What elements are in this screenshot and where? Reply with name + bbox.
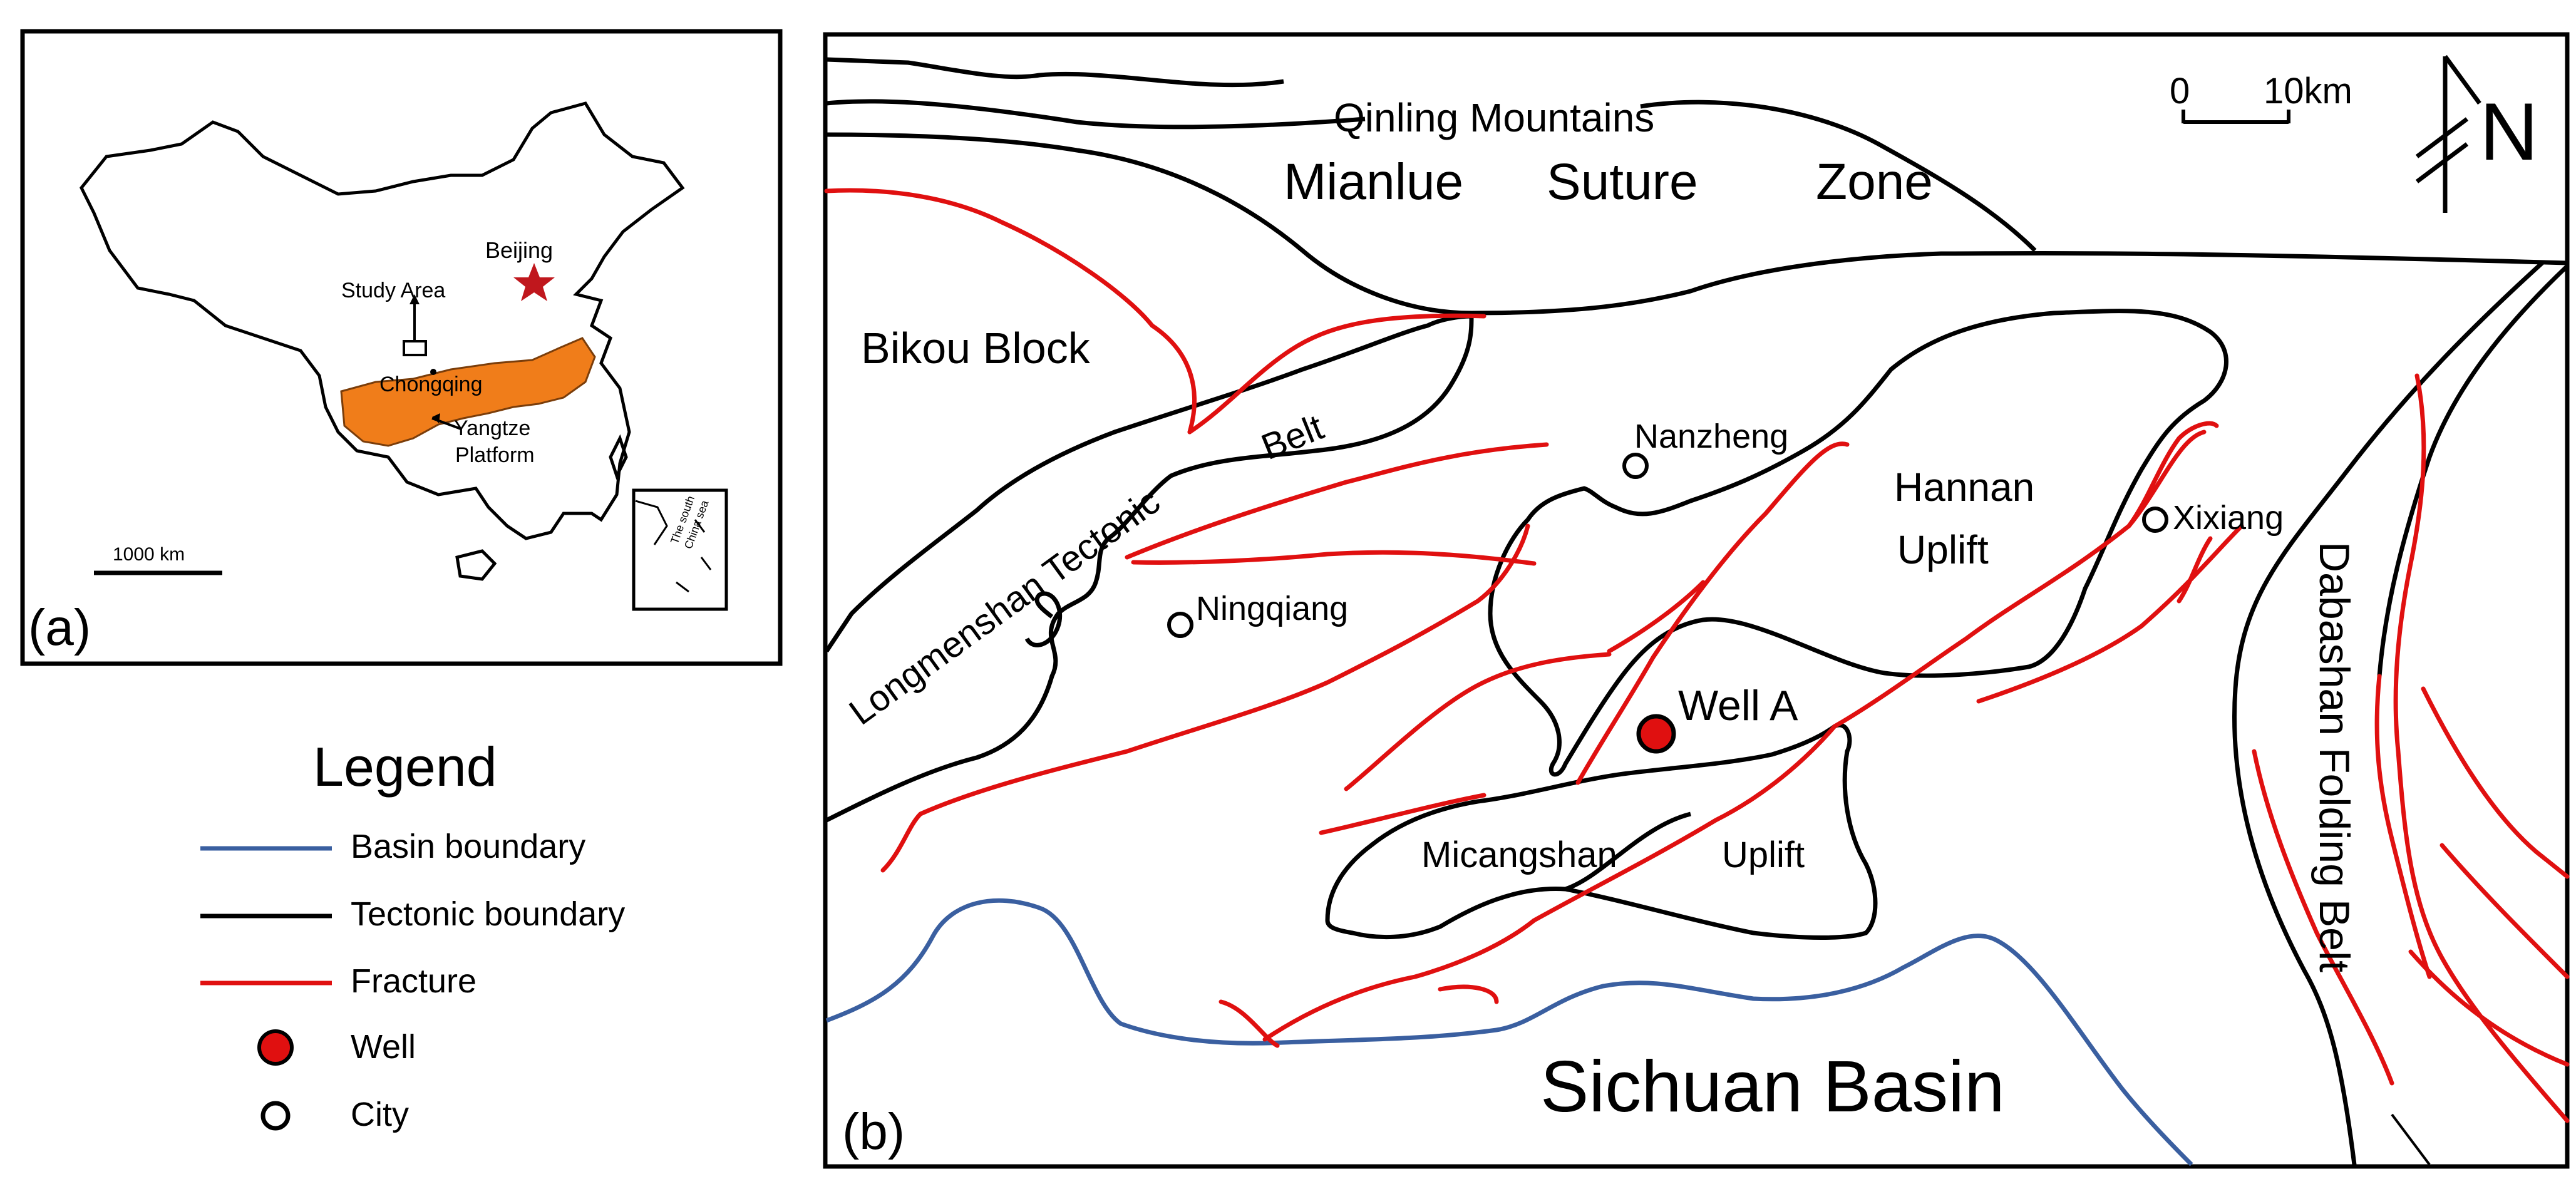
chongqing-label: Chongqing bbox=[379, 373, 482, 396]
beijing-star-icon bbox=[513, 263, 555, 301]
scale-km-label: 10km bbox=[2264, 71, 2352, 111]
panel-a: Study Area Beijing Chongqing Yangtze Pla… bbox=[20, 29, 783, 666]
north-label: N bbox=[2480, 86, 2538, 177]
scale-zero-label: 0 bbox=[2170, 71, 2190, 111]
fracture-20 bbox=[2439, 843, 2570, 979]
fracture-8 bbox=[1438, 984, 1499, 1004]
mianlue-suture-line bbox=[826, 132, 2568, 316]
hannan-uplift-boundary bbox=[1488, 309, 2228, 777]
micangshan-inner-line bbox=[1564, 811, 1691, 892]
study-area-arrowhead bbox=[410, 294, 420, 304]
longmenshan-belt-upper bbox=[825, 314, 1472, 652]
scale-bar-b bbox=[2182, 110, 2290, 124]
bikou-block-label: Bikou Block bbox=[861, 324, 1091, 373]
beijing-label: Beijing bbox=[485, 237, 553, 263]
legend: Legend Basin boundary Tectonic boundary … bbox=[200, 736, 625, 1133]
qinling-label: Qinling Mountains bbox=[1334, 95, 1654, 140]
inset-coast bbox=[635, 500, 668, 545]
china-outline bbox=[80, 101, 685, 540]
fracture-21 bbox=[1607, 580, 1706, 654]
ningqiang-label: Ningqiang bbox=[1196, 590, 1348, 627]
yangtze-arrowhead bbox=[432, 413, 440, 423]
fractures bbox=[824, 188, 2570, 1123]
scale-label-a: 1000 km bbox=[113, 544, 185, 565]
suture-label: Suture bbox=[1547, 153, 1698, 210]
fracture-4 bbox=[1131, 550, 1537, 566]
legend-well-icon bbox=[257, 1029, 294, 1066]
longmenshan-belt-lower bbox=[825, 316, 1474, 823]
fracture-13 bbox=[2126, 421, 2219, 528]
nanzheng-label: Nanzheng bbox=[1634, 418, 1788, 455]
city-nanzheng bbox=[1622, 453, 1649, 479]
mianlue-label: Mianlue bbox=[1284, 153, 1463, 210]
legend-city-label: City bbox=[351, 1096, 409, 1133]
study-area-box bbox=[403, 340, 427, 356]
zone-label: Zone bbox=[1816, 153, 1933, 210]
study-area-label: Study Area bbox=[341, 279, 445, 302]
fracture-16 bbox=[2374, 674, 2432, 979]
fracture-14 bbox=[2177, 536, 2213, 604]
longmenshan-belt-loop bbox=[1024, 591, 1063, 647]
legend-title: Legend bbox=[313, 736, 497, 798]
yangtze-label: Yangtze bbox=[454, 416, 530, 440]
xixiang-label: Xixiang bbox=[2173, 499, 2284, 537]
micangshan-uplift-label: Uplift bbox=[1722, 835, 1805, 875]
longmenshan-label: Longmenshan Tectonic bbox=[842, 481, 1167, 733]
fracture-9 bbox=[1218, 999, 1280, 1048]
dabashan-belt-boundary-1 bbox=[2232, 261, 2544, 1165]
north-arrow-icon bbox=[2415, 54, 2481, 213]
legend-basin-label: Basin boundary bbox=[351, 828, 585, 865]
fracture-1 bbox=[824, 188, 1197, 435]
inset-islands bbox=[676, 519, 712, 593]
panel-a-label: (a) bbox=[28, 599, 91, 656]
panel-b: 0 10km N Qinling Mountains Mianlue Sutur… bbox=[823, 32, 2570, 1169]
hannan-label: Hannan bbox=[1894, 465, 2034, 510]
south-china-sea-inset bbox=[632, 488, 728, 611]
fracture-17 bbox=[2252, 749, 2394, 1086]
panel-a-frame bbox=[20, 29, 783, 666]
chongqing-dot bbox=[430, 369, 436, 375]
tectonic-line-top-3 bbox=[826, 57, 1284, 88]
taiwan-island bbox=[609, 434, 628, 480]
dabashan-label: Dabashan Folding Belt bbox=[2311, 542, 2358, 972]
fracture-2 bbox=[1187, 313, 1486, 435]
legend-city-icon bbox=[260, 1101, 291, 1131]
tectonic-line-top-1 bbox=[826, 99, 1366, 130]
well-a-marker bbox=[1636, 714, 1676, 754]
panel-b-frame bbox=[823, 32, 2570, 1169]
fracture-15 bbox=[2393, 373, 2570, 1123]
legend-fracture-label: Fracture bbox=[351, 962, 477, 1000]
legend-well-label: Well bbox=[351, 1028, 416, 1066]
legend-tectonic-label: Tectonic boundary bbox=[351, 895, 625, 933]
fracture-3 bbox=[1125, 442, 1549, 560]
fracture-5 bbox=[880, 523, 1530, 873]
hainan-island bbox=[455, 549, 497, 581]
basin-boundary bbox=[825, 898, 2193, 1166]
tectonic-line-top-2 bbox=[1640, 100, 2037, 252]
tectonic-boundaries bbox=[825, 57, 2569, 1166]
fracture-12 bbox=[1976, 523, 2244, 704]
sichuan-basin-label: Sichuan Basin bbox=[1540, 1046, 2005, 1127]
dabashan-belt-boundary-2 bbox=[2377, 264, 2569, 677]
yangtze-platform bbox=[340, 337, 596, 447]
platform-label: Platform bbox=[455, 443, 535, 467]
hannan-uplift-label: Uplift bbox=[1897, 527, 1989, 572]
well-a-label: Well A bbox=[1678, 682, 1798, 729]
city-xixiang bbox=[2142, 507, 2168, 533]
city-ningqiang bbox=[1167, 612, 1193, 638]
fracture-10 bbox=[1262, 430, 2207, 1042]
fracture-18 bbox=[2421, 686, 2570, 879]
fracture-19 bbox=[2408, 949, 2570, 1067]
panel-b-label: (b) bbox=[842, 1103, 905, 1160]
dabashan-belt-boundary-3 bbox=[2391, 1113, 2431, 1166]
micangshan-label: Micangshan bbox=[1421, 835, 1617, 875]
fracture-11 bbox=[1575, 441, 1850, 785]
fracture-7 bbox=[1319, 793, 1486, 835]
micangshan-uplift-boundary bbox=[1325, 723, 1878, 940]
belt-label: Belt bbox=[1256, 406, 1329, 468]
fracture-6 bbox=[1344, 652, 1612, 791]
